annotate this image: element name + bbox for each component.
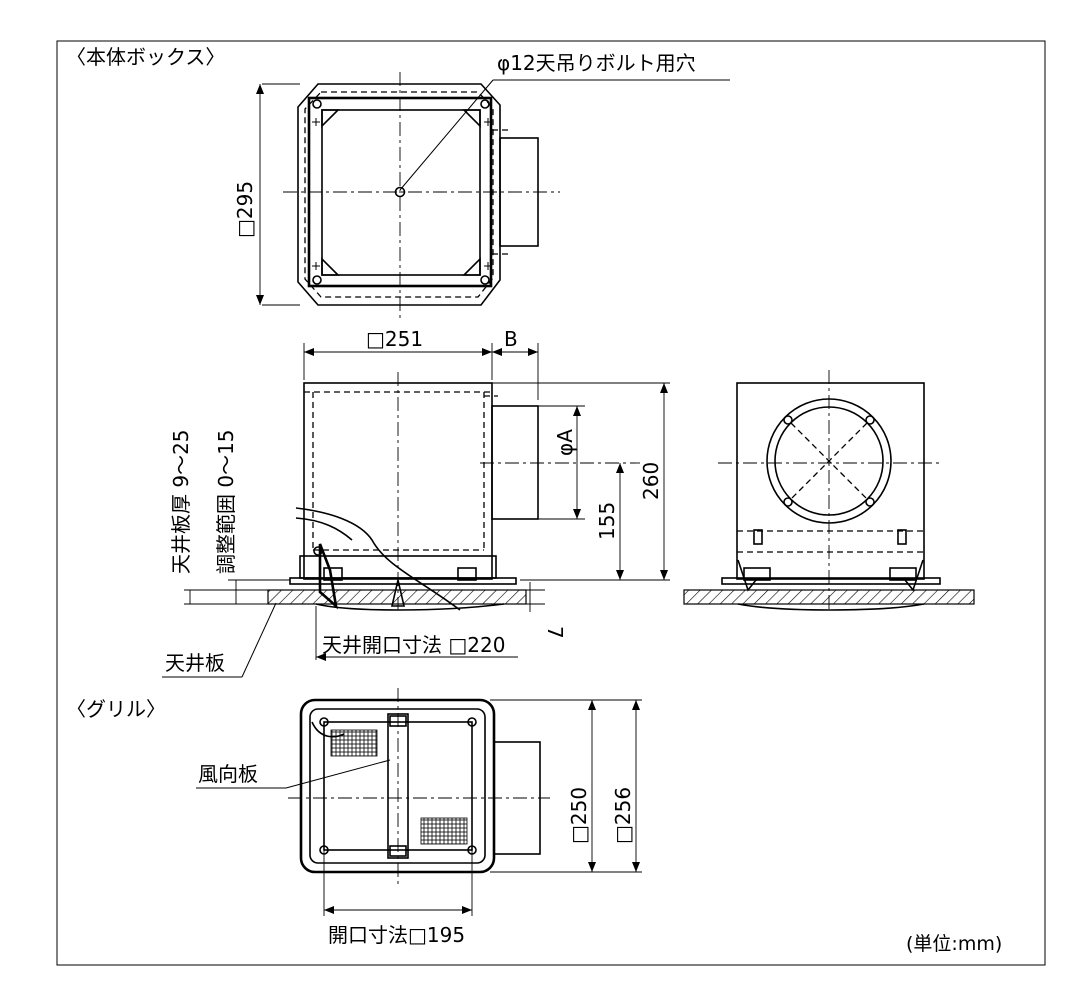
ceiling-hatch-front bbox=[267, 589, 527, 605]
grille-250-label: □250 bbox=[567, 787, 591, 844]
top-octagon-outline bbox=[297, 83, 501, 306]
height-155-label: 155 bbox=[595, 502, 619, 540]
louver-label: 風向板 bbox=[198, 762, 258, 786]
section-title-grille: 〈グリル〉 bbox=[66, 697, 166, 721]
bolt-hole-label: φ12天吊りボルト用穴 bbox=[497, 51, 696, 75]
side-view bbox=[683, 370, 975, 611]
box-size-label: □295 bbox=[233, 181, 257, 238]
front-view: □251 B φA bbox=[162, 327, 670, 678]
drawing-frame bbox=[56, 40, 1046, 966]
ceiling-opening-label: 天井開口寸法 □220 bbox=[322, 633, 505, 657]
adjust-range-label: 調整範囲 0〜15 bbox=[214, 429, 238, 574]
grille-256-label: □256 bbox=[611, 787, 635, 844]
dim-7-label: 7 bbox=[543, 626, 567, 639]
top-view: 〈本体ボックス〉 φ12天吊りボルト用穴 bbox=[66, 45, 730, 322]
section-title-main-box: 〈本体ボックス〉 bbox=[66, 45, 225, 69]
ceiling-thickness-label: 天井板厚 9〜25 bbox=[169, 429, 193, 574]
unit-label: (単位:mm) bbox=[906, 933, 1002, 955]
height-260-label: 260 bbox=[639, 462, 663, 500]
ceiling-board-label: 天井板 bbox=[165, 651, 225, 675]
grille-view: 〈グリル〉 風向板 □250 □256 bbox=[66, 688, 642, 947]
opening-195-label: 開口寸法□195 bbox=[328, 923, 465, 947]
dim-b-label: B bbox=[504, 327, 518, 351]
width-251-label: □251 bbox=[366, 327, 423, 351]
ceiling-hatch-side bbox=[683, 589, 975, 605]
phi-a-label: φA bbox=[553, 429, 577, 456]
